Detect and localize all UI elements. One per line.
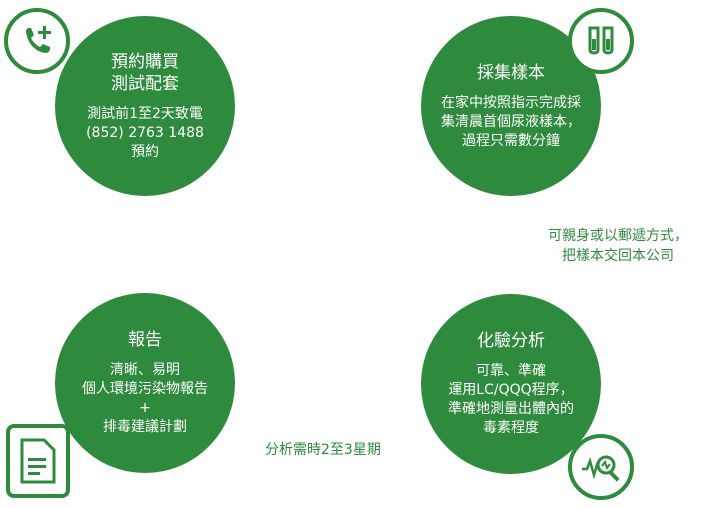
test-tubes-icon <box>568 8 634 74</box>
step-booking-title: 預約購買 測試配套 <box>111 51 179 94</box>
phone-plus-icon <box>4 8 70 74</box>
step-analysis-circle: 化驗分析 可靠、準確 運用LC/QQQ程序， 準確地測量出體內的 毒素程度 <box>421 294 601 474</box>
step-sampling-text: 在家中按照指示完成採 集清晨首個尿液樣本， 過程只需數分鐘 <box>441 94 581 149</box>
step-analysis-title: 化驗分析 <box>477 331 545 351</box>
analysis-magnifier-icon <box>568 434 634 500</box>
step-sampling-title: 採集樣本 <box>477 62 545 83</box>
step-report-title: 報告 <box>128 330 162 350</box>
step-analysis-text: 可靠、準確 運用LC/QQQ程序， 準確地測量出體內的 毒素程度 <box>448 363 574 436</box>
document-icon <box>6 424 70 498</box>
step-booking-text: 測試前1至2天致電 (852) 2763 1488 預約 <box>86 105 204 160</box>
duration-note: 分析需時2至3星期 <box>265 442 381 458</box>
step-report-circle: 報告 清晰、易明 個人環境污染物報告 + 排毒建議計劃 <box>55 293 235 473</box>
step-booking-circle: 預約購買 測試配套 測試前1至2天致電 (852) 2763 1488 預約 <box>55 16 235 196</box>
delivery-note: 可親身或以郵遞方式， 把樣本交回本公司 <box>548 228 688 264</box>
step-report-text: 清晰、易明 個人環境污染物報告 + 排毒建議計劃 <box>82 362 208 435</box>
